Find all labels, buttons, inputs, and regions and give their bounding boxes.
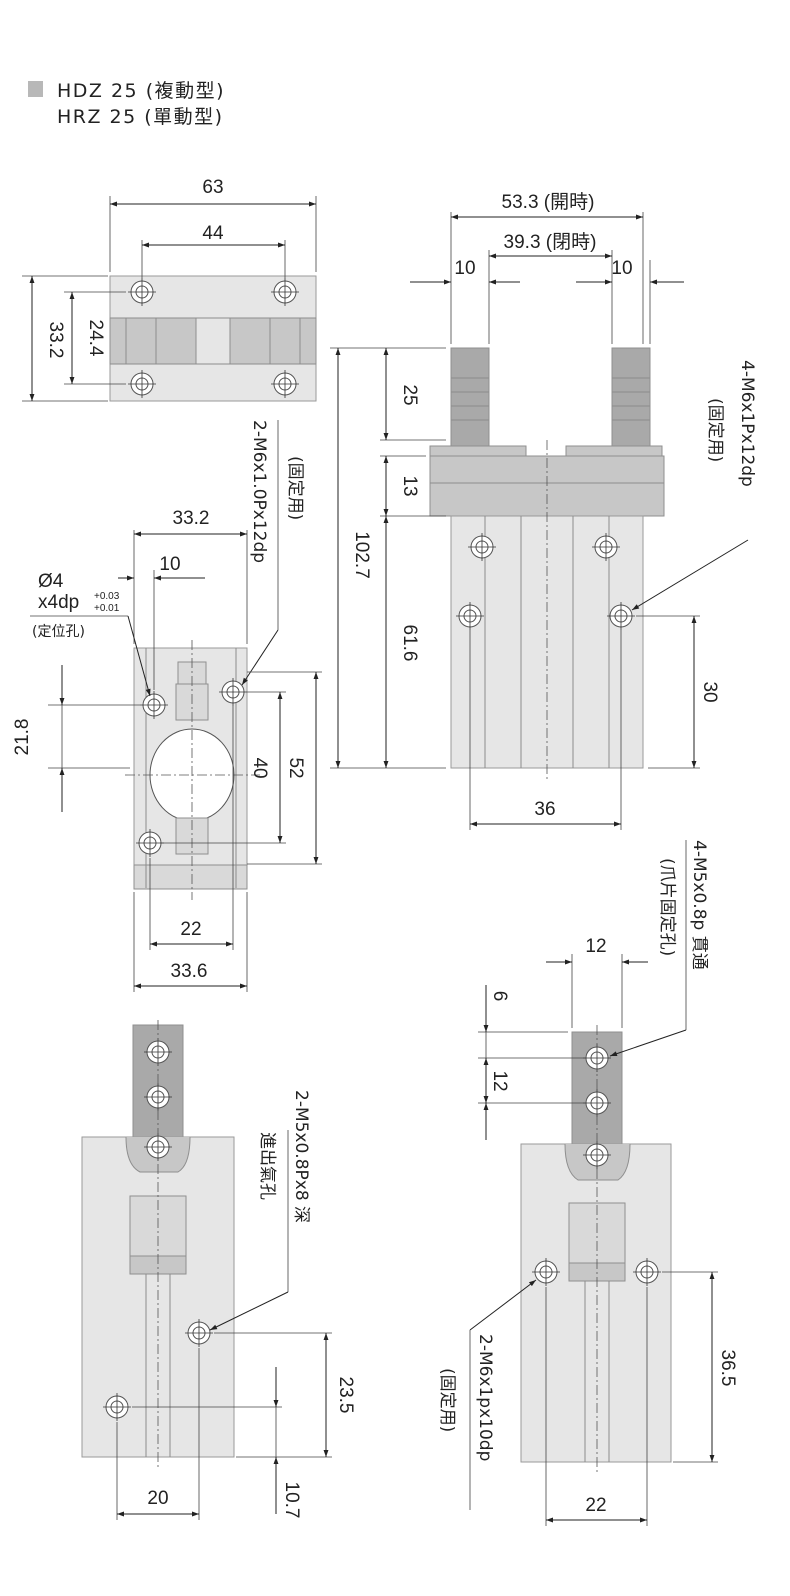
note-side-thread-sub: (固定用) <box>285 456 305 520</box>
note-front-thread: 4-M6x1Px12dp <box>737 360 757 487</box>
dim-mount-hole-pitch: 36 <box>534 799 555 820</box>
dim-port-height: 23.5 <box>335 1377 356 1414</box>
bottom-right-view: 12 6 12 4-M5x0.8p 貫通 (爪片固定孔) 2-M6x1px10d… <box>437 840 738 1526</box>
dim-top-hole-pitch: 44 <box>202 223 224 244</box>
dim-jaw-hole-top: 6 <box>489 991 510 1002</box>
dim-mount-hole-height: 30 <box>699 681 720 702</box>
right-jaw <box>611 347 651 451</box>
note-pin-tol-upper: +0.03 <box>94 591 120 602</box>
title-line-2: HRZ 25 (單動型) <box>28 102 358 128</box>
right-jaw-block <box>229 317 317 365</box>
note-pin-purpose: (定位孔) <box>32 624 85 640</box>
title-block: HDZ 25 (複動型) HRZ 25 (單動型) <box>28 76 358 128</box>
dim-jaw-width-left: 10 <box>454 258 475 279</box>
dim-bottom-mount-pitch: 22 <box>585 1495 606 1516</box>
top-view: 63 44 33.2 24.4 <box>22 177 317 402</box>
left-jaw <box>450 347 490 451</box>
dim-body-height: 61.6 <box>399 625 420 662</box>
dim-jaw-width-right: 10 <box>611 258 632 279</box>
dim-side-body-height: 52 <box>285 757 306 778</box>
dim-head-height: 13 <box>399 475 420 496</box>
title-line-1: HDZ 25 (複動型) <box>28 76 358 102</box>
dim-jaw-height: 25 <box>399 384 420 405</box>
left-jaw-block <box>109 317 197 365</box>
section-marker <box>28 81 43 97</box>
dim-port-width: 20 <box>147 1488 168 1509</box>
dim-overall-height: 102.7 <box>351 531 372 579</box>
bottom-right-body <box>520 1143 672 1463</box>
note-pin-dia: Ø4 <box>38 571 64 592</box>
note-pin-tol-lower: +0.01 <box>94 603 120 614</box>
note-front-thread-sub: (固定用) <box>705 398 725 462</box>
note-side-thread: 2-M6x1.0Px12dp <box>249 420 269 563</box>
side-view-base <box>133 864 248 890</box>
front-view: 53.3 (開時) 39.3 (閉時) 10 10 25 13 61.6 102… <box>330 191 757 830</box>
note-air-port-sub: 進出氣孔 <box>257 1132 277 1200</box>
note-jaw-thread: 4-M5x0.8p 貫通 <box>689 840 709 970</box>
model-double-acting: HDZ 25 (複動型) <box>57 79 226 102</box>
dim-top-width: 63 <box>202 177 223 198</box>
dim-pin-offset: 10 <box>159 554 180 575</box>
dim-bottom-width: 33.6 <box>171 961 208 982</box>
dim-top-height: 33.2 <box>45 322 66 359</box>
dim-top-hole-pitch-y: 24.4 <box>85 320 106 357</box>
note-bottom-mount-thread-sub: (固定用) <box>437 1368 457 1432</box>
side-view: 33.2 10 Ø4 x4dp +0.03 +0.01 (定位孔) 2-M6x1… <box>12 420 322 992</box>
dim-side-width: 33.2 <box>173 508 210 529</box>
dim-jaw-width: 12 <box>585 936 606 957</box>
dim-bottom-mount-height: 36.5 <box>717 1350 738 1387</box>
dim-port-lower: 10.7 <box>281 1482 302 1519</box>
dim-pin-height: 21.8 <box>12 719 33 756</box>
dim-jaw-hole-pitch: 12 <box>489 1070 510 1091</box>
dim-closed-stroke: 39.3 (閉時) <box>504 231 597 253</box>
dim-open-stroke: 53.3 (開時) <box>502 191 595 213</box>
model-single-acting: HRZ 25 (單動型) <box>57 105 224 128</box>
note-jaw-thread-sub: (爪片固定孔) <box>657 858 677 956</box>
dim-side-hole-pitch: 40 <box>249 757 270 778</box>
note-pin-depth: x4dp <box>38 592 79 613</box>
note-air-port: 2-M5x0.8Px8 深 <box>291 1090 311 1223</box>
bottom-left-view: 2-M5x0.8Px8 深 進出氣孔 23.5 10.7 20 <box>81 1020 356 1520</box>
note-bottom-mount-thread: 2-M6x1px10dp <box>475 1334 495 1461</box>
dim-bottom-pitch: 22 <box>180 919 201 940</box>
